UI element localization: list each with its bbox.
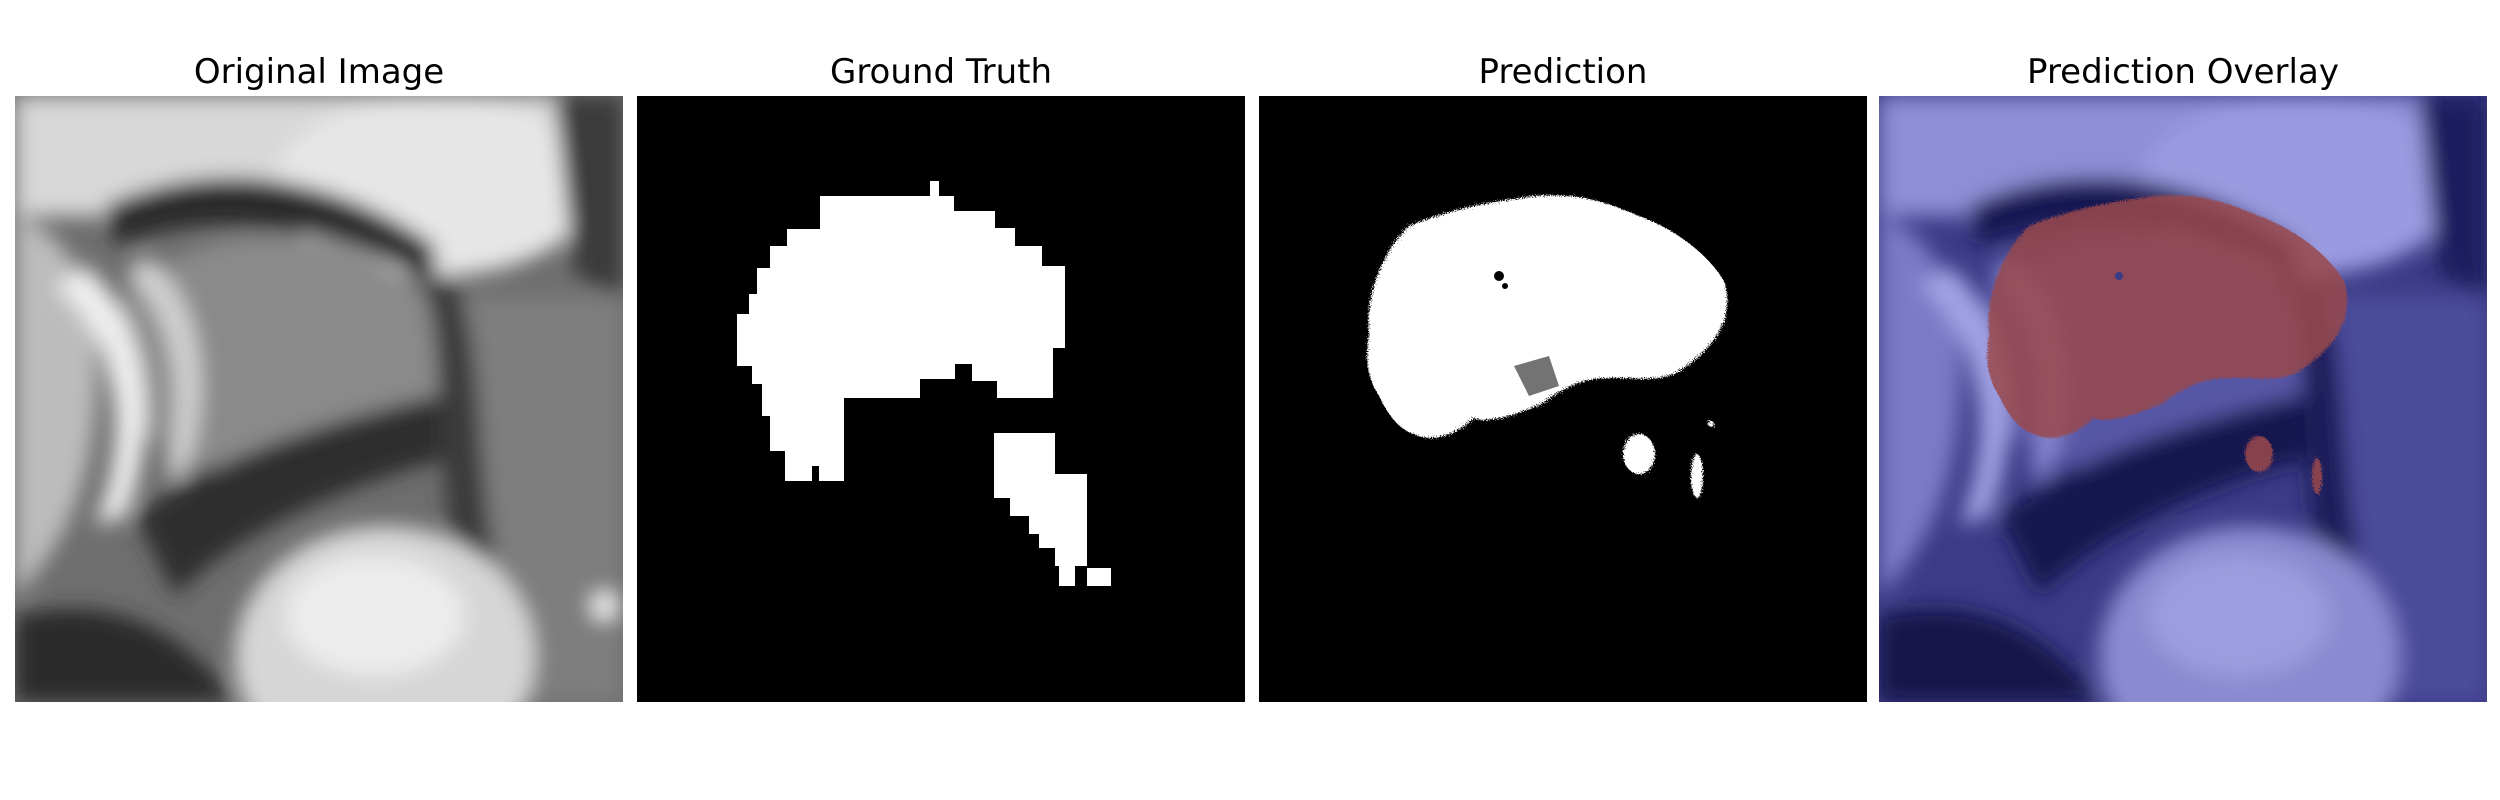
ground-truth-mask <box>637 96 1245 702</box>
panel-ground-truth: Ground Truth <box>637 52 1245 702</box>
mri-image <box>15 96 623 702</box>
panel-title: Original Image <box>193 52 445 92</box>
panel-title: Prediction Overlay <box>2027 52 2339 92</box>
panel-title: Prediction <box>1478 52 1648 92</box>
panel-prediction-overlay: Prediction Overlay <box>1879 52 2487 702</box>
overlay-image <box>1879 96 2487 702</box>
panel-title: Ground Truth <box>829 52 1053 92</box>
panel-prediction: Prediction <box>1259 52 1867 702</box>
panel-original-image: Original Image <box>15 52 623 702</box>
prediction-mask <box>1259 96 1867 702</box>
